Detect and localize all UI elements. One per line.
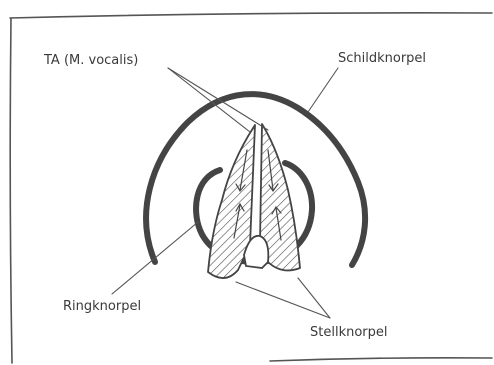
leader-ta-left — [168, 68, 250, 132]
vocal-folds — [208, 124, 300, 278]
frame-bottom-edge — [270, 358, 492, 361]
label-arytenoid: Stellknorpel — [310, 325, 388, 340]
label-thyroid: Schildknorpel — [338, 51, 426, 66]
leader-ta-right — [168, 68, 268, 130]
frame-top-edge — [10, 13, 492, 18]
label-cricoid: Ringknorpel — [63, 299, 141, 314]
leader-cricoid — [112, 222, 198, 294]
frame-left-edge — [10, 18, 12, 363]
leader-thyroid — [308, 68, 338, 112]
label-ta: TA (M. vocalis) — [43, 53, 138, 68]
